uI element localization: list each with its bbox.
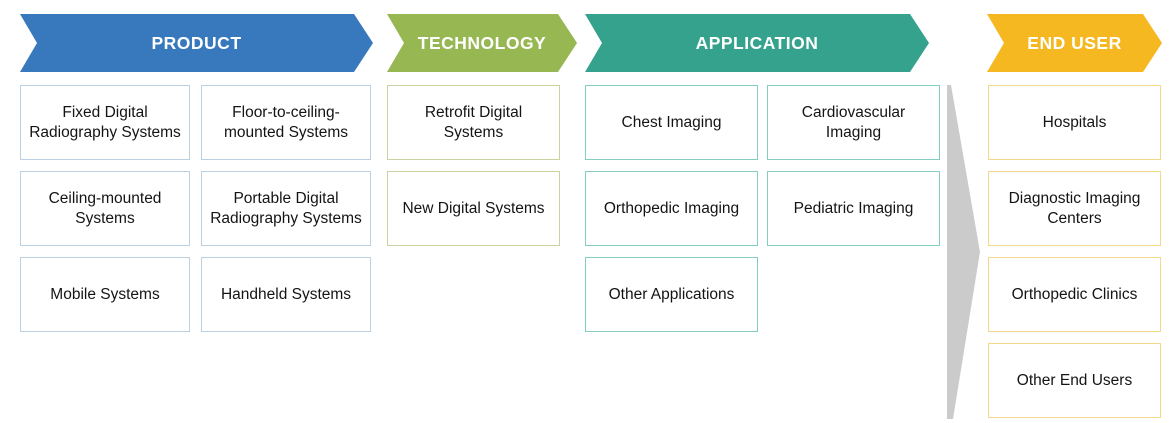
product-item-fixed-digital-radiography-systems: Fixed Digital Radiography Systems: [20, 85, 190, 160]
product-item-floor-to-ceiling-mounted-systems: Floor-to-ceiling-mounted Systems: [201, 85, 371, 160]
application-item-other-applications: Other Applications: [585, 257, 758, 332]
product-item-mobile-systems: Mobile Systems: [20, 257, 190, 332]
application-header-arrow: APPLICATION: [585, 14, 929, 72]
product-item-handheld-systems: Handheld Systems: [201, 257, 371, 332]
product-item-ceiling-mounted-systems: Ceiling-mounted Systems: [20, 171, 190, 246]
technology-item-retrofit-digital-systems: Retrofit Digital Systems: [387, 85, 560, 160]
product-item-portable-digital-radiography-systems: Portable Digital Radiography Systems: [201, 171, 371, 246]
end-user-item-other-end-users: Other End Users: [988, 343, 1161, 418]
technology-header-label: TECHNOLOGY: [417, 32, 547, 53]
product-header-label: PRODUCT: [151, 32, 242, 53]
application-item-cardiovascular-imaging: Cardiovascular Imaging: [767, 85, 940, 160]
application-item-chest-imaging: Chest Imaging: [585, 85, 758, 160]
end-user-header-arrow: END USER: [987, 14, 1162, 72]
end-user-item-orthopedic-clinics: Orthopedic Clinics: [988, 257, 1161, 332]
application-item-pediatric-imaging: Pediatric Imaging: [767, 171, 940, 246]
technology-item-new-digital-systems: New Digital Systems: [387, 171, 560, 246]
product-header-arrow: PRODUCT: [20, 14, 373, 72]
flow-connector-arrow: [947, 85, 980, 419]
end-user-header-label: END USER: [1027, 32, 1122, 53]
technology-header-arrow: TECHNOLOGY: [387, 14, 577, 72]
application-item-orthopedic-imaging: Orthopedic Imaging: [585, 171, 758, 246]
application-header-label: APPLICATION: [695, 32, 819, 53]
end-user-item-hospitals: Hospitals: [988, 85, 1161, 160]
end-user-item-diagnostic-imaging-centers: Diagnostic Imaging Centers: [988, 171, 1161, 246]
flow-connector-arrow-shape: [947, 85, 980, 419]
